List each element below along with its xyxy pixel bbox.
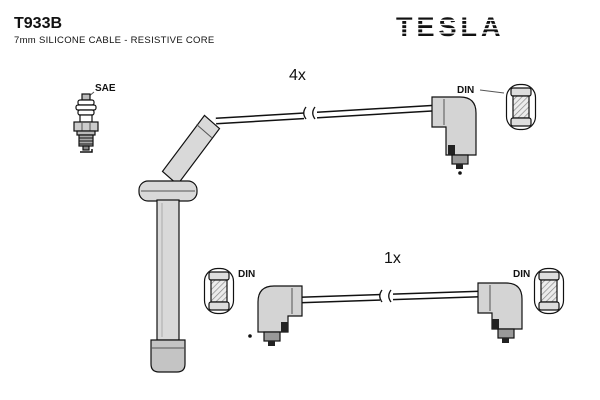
part-number: T933B [14, 15, 62, 32]
elbow-nipple [497, 328, 515, 339]
plug-terminal-nut [81, 93, 91, 101]
header: T933B 7mm SILICONE CABLE - RESISTIVE COR… [14, 12, 505, 46]
cable-break-gap [304, 106, 317, 123]
plug-insulator [79, 114, 93, 123]
sae-label: SAE [95, 83, 116, 94]
elbow-connector-main [431, 96, 477, 156]
cable-break-mark [388, 289, 392, 303]
elbow-connector-left [257, 285, 303, 333]
din-label-main: DIN [457, 85, 474, 96]
elbow-nipple [263, 331, 281, 342]
plug-hex-nut [73, 121, 99, 132]
cable-break-mark [379, 289, 383, 303]
cable-break-mark [312, 106, 316, 120]
din-label-left: DIN [238, 269, 255, 280]
single-cable-assembly: 1x DIN DIN [203, 250, 565, 346]
main-cable-assembly: 4x DIN [138, 67, 537, 373]
elbow-connector-right [477, 282, 523, 330]
plug-center-electrode [82, 145, 90, 151]
elbow-nipple [451, 154, 469, 165]
din-leader-line [479, 89, 505, 94]
elbow-detail [492, 319, 499, 329]
din-label-right: DIN [513, 269, 530, 280]
plug-insulator-rib [75, 104, 97, 111]
quantity-4x-label: 4x [289, 67, 306, 84]
boot-shaft [156, 199, 180, 341]
plug-shell [76, 130, 96, 136]
boot-tip [150, 339, 186, 373]
cable-spec-subtitle: 7mm SILICONE CABLE - RESISTIVE CORE [14, 35, 215, 46]
plug-ground-electrode [80, 149, 93, 153]
elbow-detail [281, 322, 288, 332]
din-terminal-main [505, 83, 537, 131]
cable-break-mark [303, 106, 307, 120]
spark-plug-illustration: SAE [73, 83, 116, 153]
plug-insulator-rib [77, 109, 95, 116]
din-terminal-left [203, 267, 235, 315]
angled-boot [161, 114, 221, 186]
din-terminal-right [533, 267, 565, 315]
plug-insulator-rib [77, 99, 95, 106]
tesla-logo: TESLA [396, 12, 505, 42]
cable-break-gap [380, 289, 393, 306]
quantity-1x-label: 1x [384, 250, 401, 267]
elbow-detail [448, 145, 455, 155]
